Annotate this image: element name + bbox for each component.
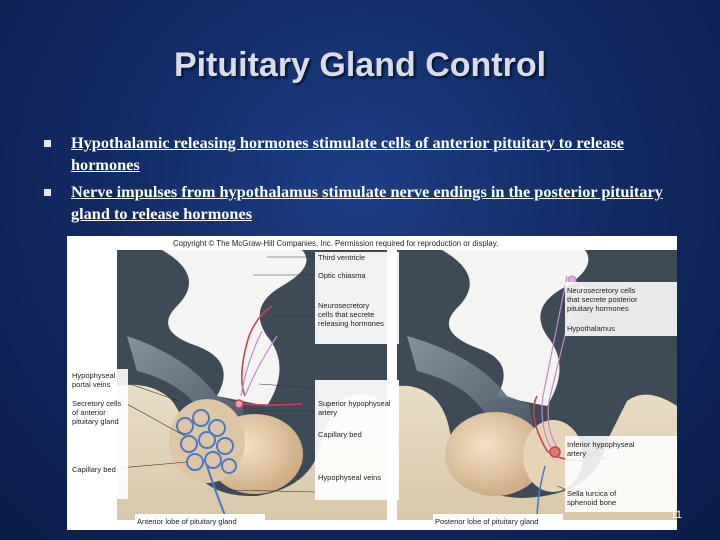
label-inferior-artery-2: artery (567, 449, 586, 458)
page-number: 11 (670, 509, 682, 521)
caption-posterior-lobe: Posterior lobe of pituitary gland (435, 517, 538, 526)
anterior-artery-vessels (234, 305, 303, 409)
posterior-anterior-lobe-shape (445, 412, 545, 496)
bullet-list: Hypothalamic releasing hormones stimulat… (44, 132, 684, 230)
left-labels: Hypophyseal portal veins Secretory cells… (72, 371, 121, 474)
right-caption-bg (433, 514, 563, 528)
right-label-panel-bottom (565, 436, 677, 512)
bullet-text: Hypothalamic releasing hormones stimulat… (71, 133, 625, 174)
label-hypothalamus: Hypothalamus (567, 324, 615, 333)
anterior-neurons (240, 330, 278, 397)
label-neurosecretory-2: cells that secrete (318, 310, 374, 319)
bullet-item: Hypothalamic releasing hormones stimulat… (44, 132, 684, 176)
label-secretory-cells-1: Secretory cells (72, 399, 121, 408)
label-superior-artery-1: Superior hypophyseal (318, 399, 391, 408)
label-inferior-artery-1: Inferior hypophyseal (567, 440, 635, 449)
bullet-text: Nerve impulses from hypothalamus stimula… (71, 182, 663, 223)
label-hypophyseal-portal-2: portal veins (72, 380, 111, 389)
caption-anterior-lobe: Anterior lobe of pituitary gland (137, 517, 237, 526)
label-hypophyseal-portal-1: Hypophyseal (72, 371, 116, 380)
label-neurosecretory-1: Neurosecretory (318, 301, 370, 310)
label-secretory-cells-3: pituitary gland (72, 417, 119, 426)
right-label-panel-top (565, 282, 677, 336)
label-sella-turcica-1: Sella turcica of (567, 489, 617, 498)
label-capillary-bed-left: Capillary bed (72, 465, 116, 474)
label-third-ventricle: Third ventricle (318, 253, 365, 262)
slide-title: Pituitary Gland Control (173, 46, 547, 84)
bullet-square-icon (44, 189, 51, 196)
bullet-square-icon (44, 140, 51, 147)
center-leader-lines (226, 256, 318, 493)
left-caption-bg (135, 514, 265, 528)
label-superior-artery-2: artery (318, 408, 337, 417)
right-labels: Neurosecretory cells that secrete poster… (567, 286, 638, 507)
posterior-third-ventricle (442, 250, 589, 406)
label-neurosecretory-posterior-3: pituitary hormones (567, 304, 629, 313)
left-label-panel (70, 369, 128, 499)
anterior-third-ventricle (162, 250, 307, 406)
pituitary-diagram-svg: Copyright © The McGraw-Hill Companies, I… (70, 239, 677, 528)
center-label-panel-top (315, 252, 399, 344)
label-capillary-bed-center: Capillary bed (318, 430, 362, 439)
pituitary-diagram: Copyright © The McGraw-Hill Companies, I… (67, 236, 677, 530)
label-hypophyseal-veins: Hypophyseal veins (318, 473, 381, 482)
label-neurosecretory-posterior-2: that secrete posterior (567, 295, 638, 304)
center-label-panel-bottom (315, 380, 399, 500)
label-neurosecretory-3: releasing hormones (318, 319, 384, 328)
label-sella-turcica-2: sphenoid bone (567, 498, 616, 507)
posterior-infundibulum (407, 336, 535, 436)
label-secretory-cells-2: of anterior (72, 408, 106, 417)
center-labels: Third ventricle Optic chiasma Neurosecre… (318, 253, 391, 482)
copyright-notice: Copyright © The McGraw-Hill Companies, I… (173, 239, 498, 248)
bullet-item: Nerve impulses from hypothalamus stimula… (44, 181, 684, 225)
label-optic-chiasma: Optic chiasma (318, 271, 366, 280)
label-neurosecretory-posterior-1: Neurosecretory cells (567, 286, 636, 295)
